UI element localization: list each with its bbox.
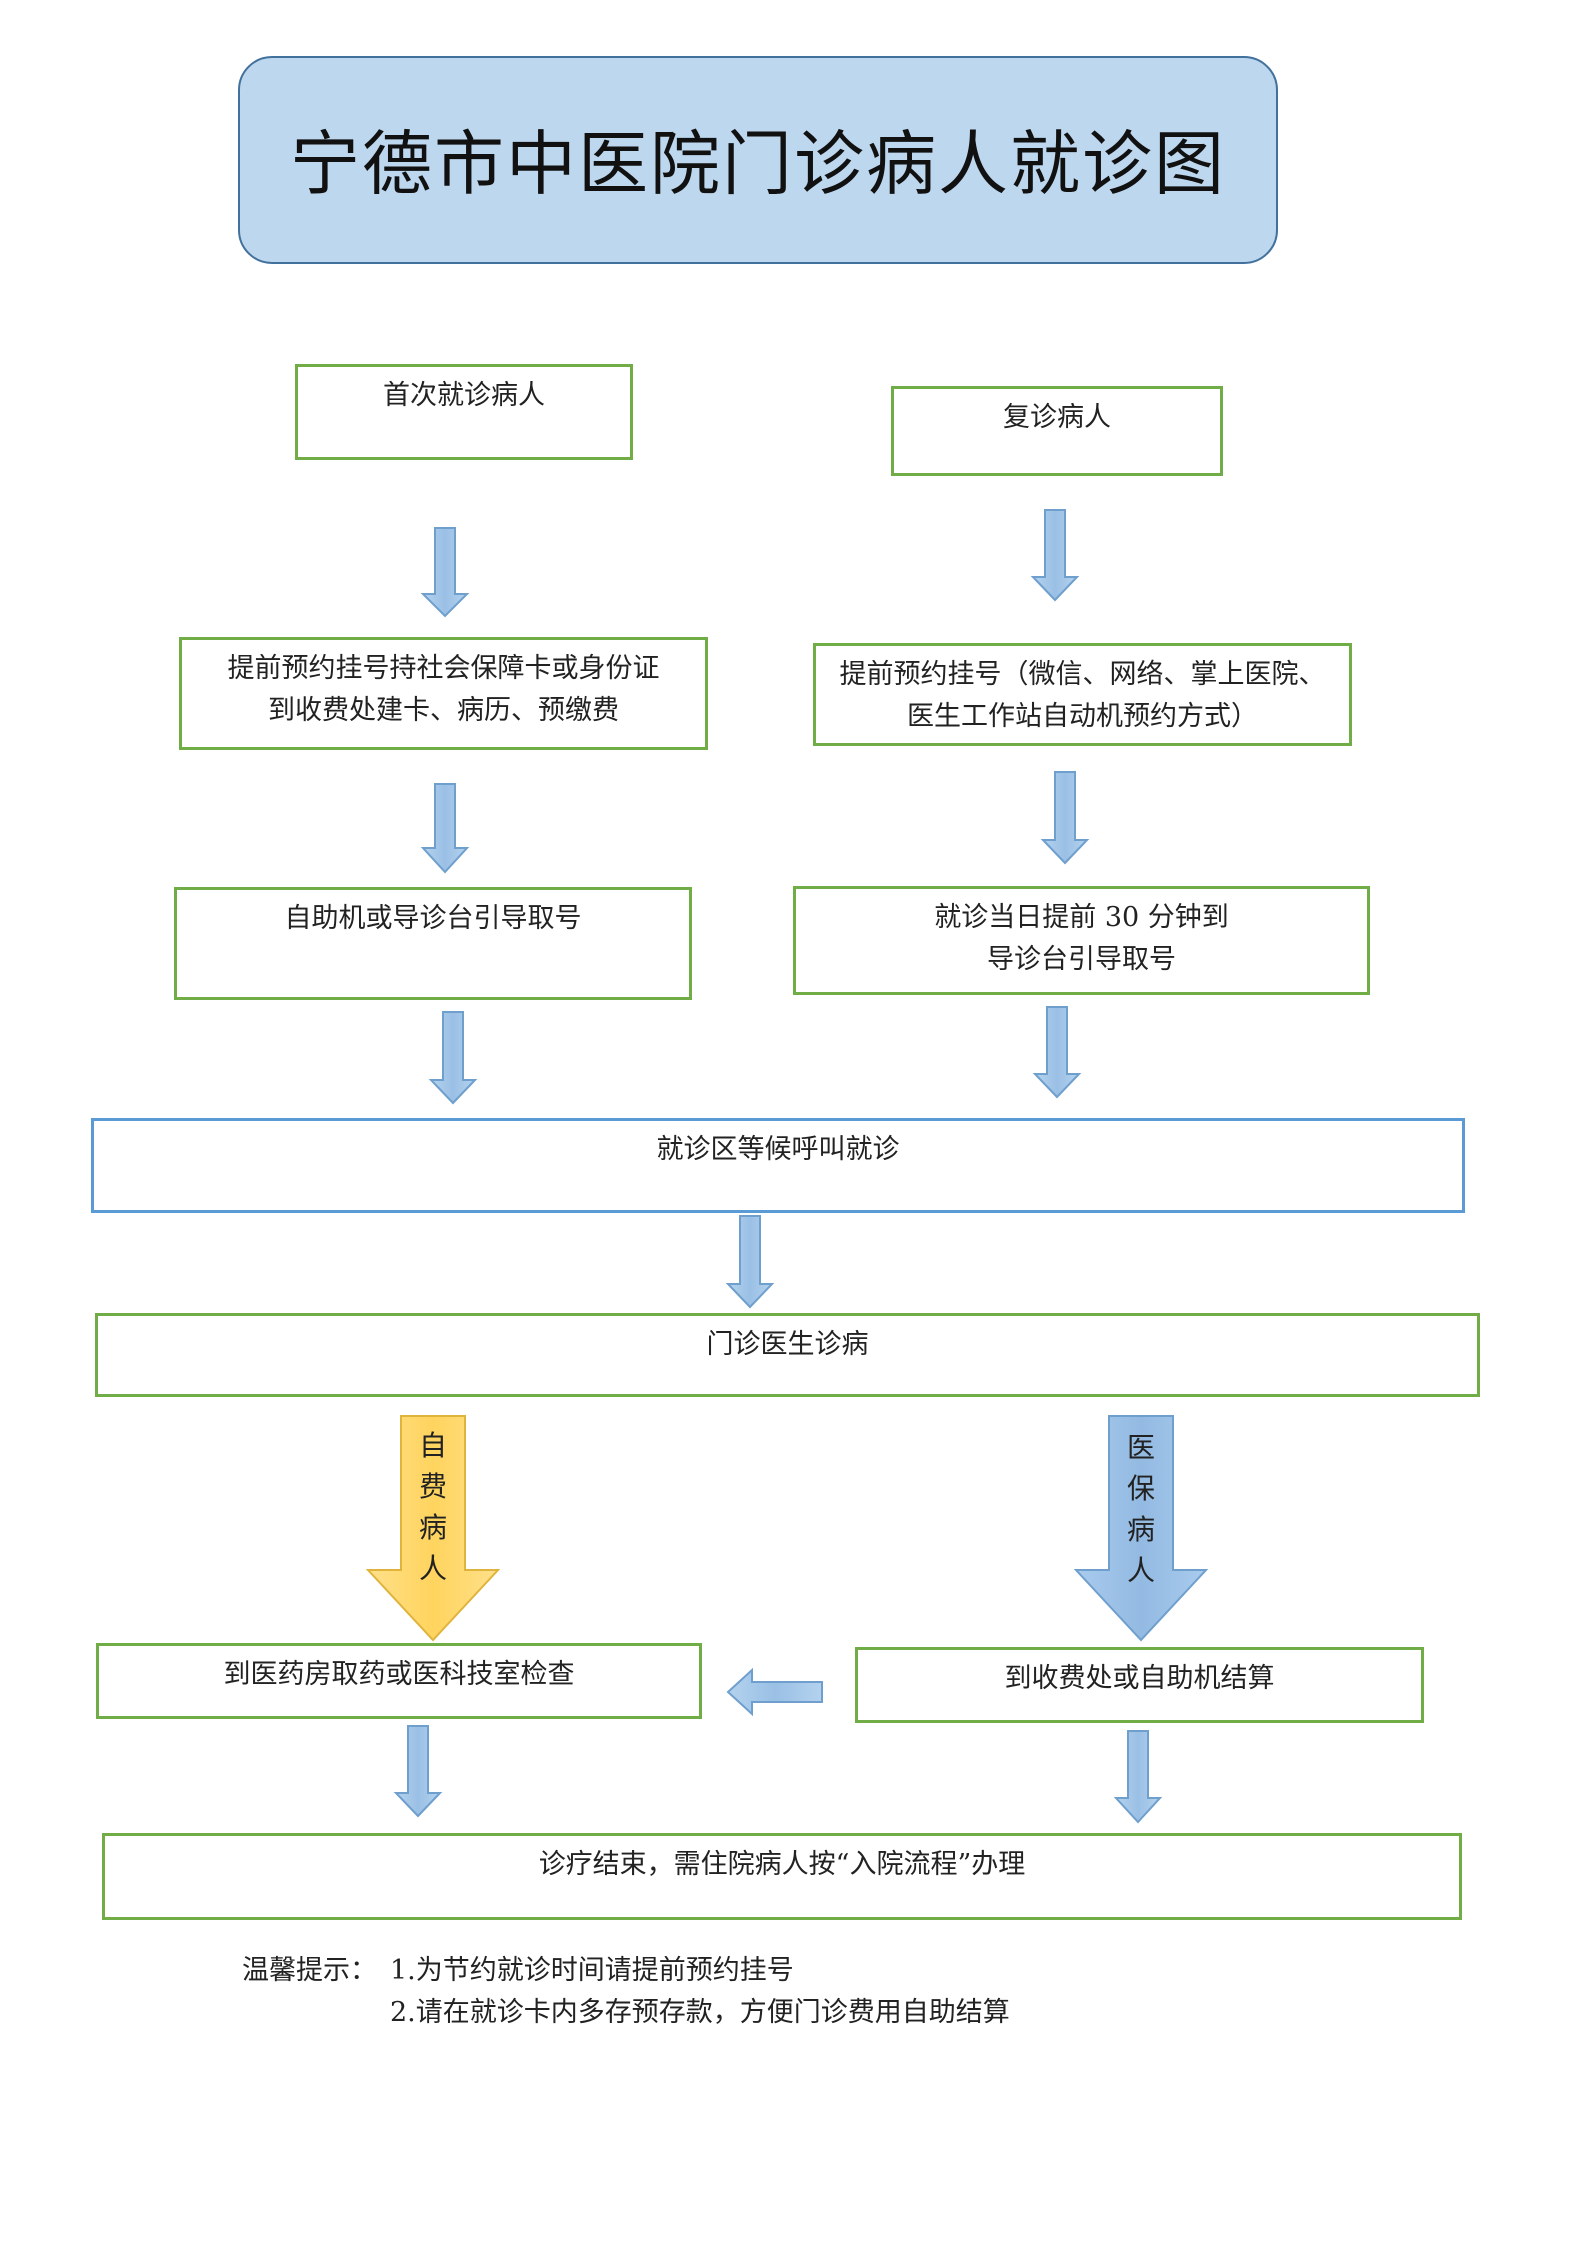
tips-section: 温馨提示： 1.为节约就诊时间请提前预约挂号 2.请在就诊卡内多存预存款，方便门… (242, 1950, 1010, 2034)
return-take-number-box: 就诊当日提前 30 分钟到 导诊台引导取号 (793, 886, 1370, 995)
doctor-label: 门诊医生诊病 (706, 1329, 869, 1360)
self-pay-label: 自 费 病 人 (418, 1429, 447, 1585)
down-arrow-icon (725, 1215, 775, 1309)
return-visit-box: 复诊病人 (891, 386, 1223, 476)
settlement-label: 到收费处或自助机结算 (1004, 1663, 1275, 1694)
settlement-box: 到收费处或自助机结算 (855, 1647, 1424, 1723)
left-arrow-icon (726, 1667, 823, 1717)
pharmacy-check-box: 到医药房取药或医科技室检查 (96, 1643, 702, 1719)
title-banner: 宁德市中医院门诊病人就诊图 (238, 56, 1278, 264)
first-register-box: 提前预约挂号持社会保障卡或身份证 到收费处建卡、病历、预缴费 (179, 637, 708, 750)
down-arrow-icon (428, 1011, 478, 1105)
return-register-box: 提前预约挂号（微信、网络、掌上医院、 医生工作站自动机预约方式） (813, 643, 1352, 746)
first-register-line-1: 提前预约挂号持社会保障卡或身份证 (227, 653, 660, 684)
down-arrow-icon (420, 783, 470, 874)
tips-label: 温馨提示： (242, 1955, 377, 1986)
return-take-number-line-2: 导诊台引导取号 (987, 944, 1176, 975)
first-visit-box: 首次就诊病人 (295, 364, 633, 460)
waiting-area-label: 就诊区等候呼叫就诊 (656, 1134, 900, 1165)
down-arrow-icon (1113, 1730, 1163, 1824)
waiting-area-box: 就诊区等候呼叫就诊 (91, 1118, 1465, 1213)
return-visit-label: 复诊病人 (1003, 402, 1111, 433)
down-arrow-icon (1032, 1006, 1082, 1099)
tip-item-1: 1.为节约就诊时间请提前预约挂号 (390, 1955, 794, 1986)
down-arrow-icon (1030, 509, 1080, 602)
end-box: 诊疗结束，需住院病人按“入院流程”办理 (102, 1833, 1462, 1920)
return-register-line-2: 医生工作站自动机预约方式） (907, 701, 1258, 732)
return-take-number-line-1: 就诊当日提前 30 分钟到 (934, 902, 1229, 933)
down-arrow-icon (393, 1725, 443, 1818)
first-take-number-box: 自助机或导诊台引导取号 (174, 887, 692, 1000)
first-take-number-label: 自助机或导诊台引导取号 (284, 903, 582, 934)
insurance-label: 医 保 病 人 (1126, 1431, 1155, 1587)
first-visit-label: 首次就诊病人 (383, 380, 545, 411)
down-arrow-icon (1040, 771, 1090, 865)
down-arrow-icon (420, 527, 470, 618)
return-register-line-1: 提前预约挂号（微信、网络、掌上医院、 (839, 659, 1326, 690)
pharmacy-check-label: 到医药房取药或医科技室检查 (223, 1659, 575, 1690)
end-label: 诊疗结束，需住院病人按“入院流程”办理 (538, 1849, 1026, 1880)
doctor-box: 门诊医生诊病 (95, 1313, 1480, 1397)
first-register-line-2: 到收费处建卡、病历、预缴费 (268, 695, 619, 726)
tip-item-2: 2.请在就诊卡内多存预存款，方便门诊费用自助结算 (390, 1997, 1010, 2028)
page-title: 宁德市中医院门诊病人就诊图 (290, 123, 1226, 205)
